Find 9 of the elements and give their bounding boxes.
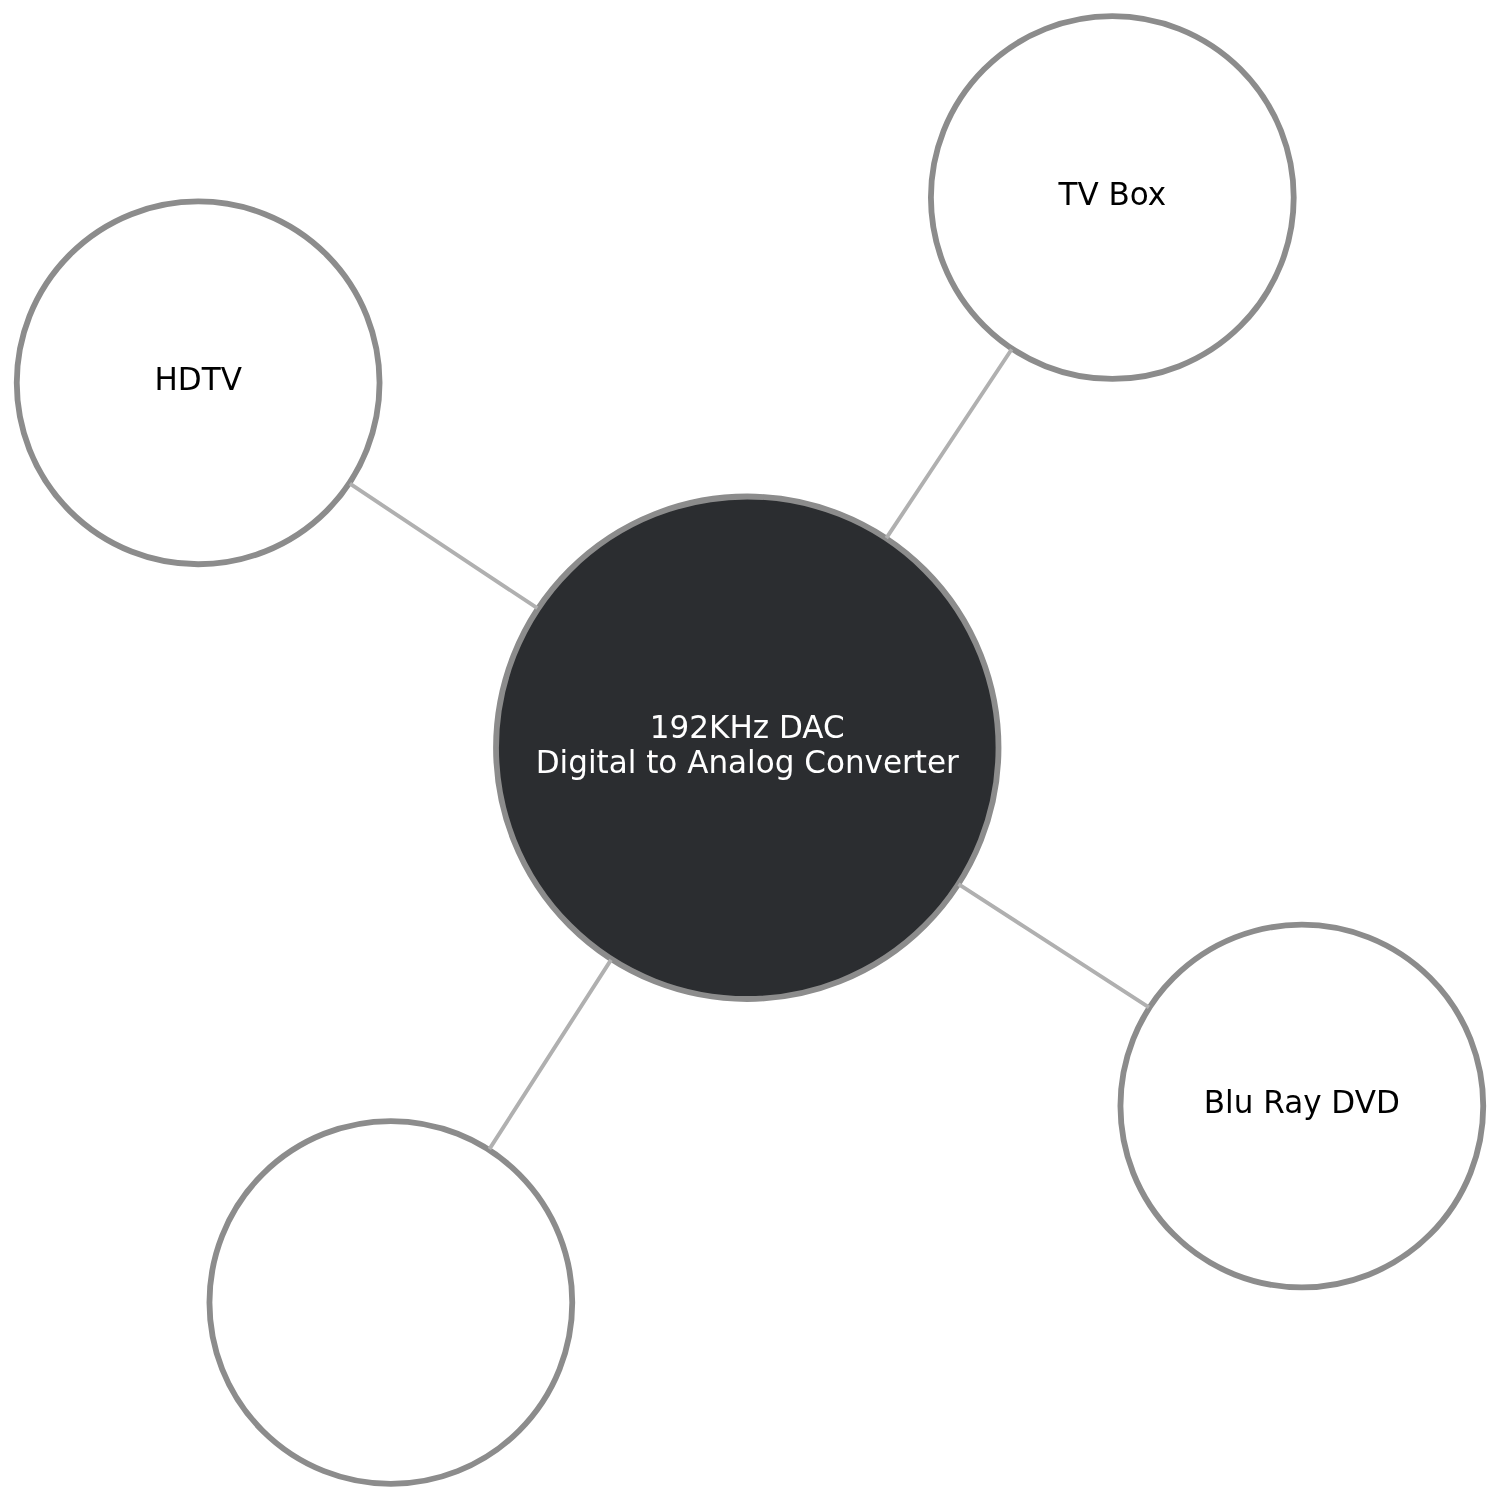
connector — [348, 482, 539, 610]
node-circle: TV Box — [928, 13, 1297, 382]
connector — [957, 882, 1150, 1009]
node-circle: Blu Ray DVD — [1117, 921, 1487, 1291]
node-circle: 192KHz DAC Digital to Analog Converter — [493, 493, 1002, 1002]
node-circle: HDTV — [13, 198, 383, 568]
connector — [487, 958, 613, 1151]
node-circle — [206, 1118, 576, 1487]
connector — [884, 348, 1014, 540]
